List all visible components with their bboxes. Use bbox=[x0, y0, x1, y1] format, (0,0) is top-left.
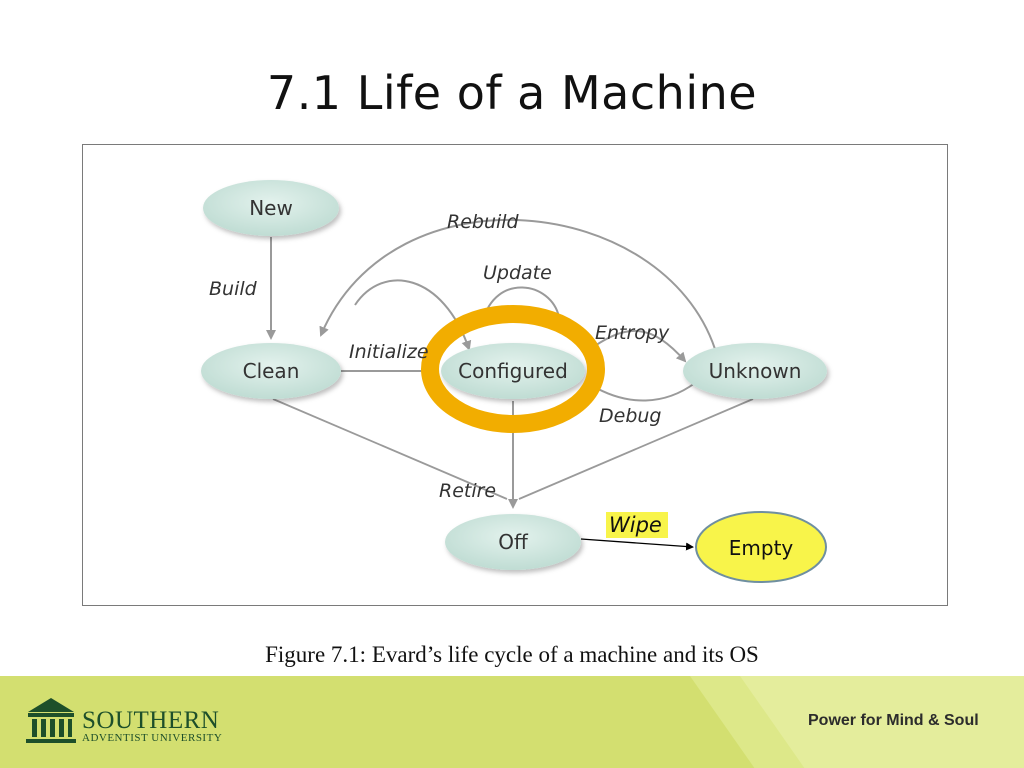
tagline: Power for Mind & Soul bbox=[808, 712, 979, 729]
svg-text:Clean: Clean bbox=[243, 359, 300, 383]
label-wipe-bg bbox=[606, 512, 668, 538]
lifecycle-diagram-svg: New Clean Configured Unknown Off Empty B… bbox=[201, 180, 827, 583]
logo-subtitle: ADVENTIST UNIVERSITY bbox=[82, 732, 223, 744]
state-unknown: Unknown bbox=[683, 343, 827, 399]
label-rebuild: Rebuild bbox=[447, 211, 520, 233]
columns-logo-icon bbox=[26, 698, 76, 743]
edge-debug bbox=[589, 382, 696, 402]
footer-band: SOUTHERN ADVENTIST UNIVERSITY Power for … bbox=[0, 676, 1024, 768]
state-clean: Clean bbox=[201, 343, 341, 399]
svg-text:Unknown: Unknown bbox=[709, 359, 802, 383]
edge-entropy bbox=[584, 330, 687, 363]
label-debug: Debug bbox=[599, 405, 661, 427]
logo-name: SOUTHERN bbox=[82, 707, 220, 734]
lifecycle-diagram: New Clean Configured Unknown Off Empty B… bbox=[82, 144, 948, 606]
state-off: Off bbox=[445, 514, 581, 570]
university-logo: SOUTHERN ADVENTIST UNIVERSITY bbox=[24, 694, 244, 750]
state-empty: Empty bbox=[695, 511, 827, 583]
slide-title: 7.1 Life of a Machine bbox=[266, 66, 758, 120]
label-update: Update bbox=[483, 262, 552, 284]
svg-text:Off: Off bbox=[498, 530, 529, 554]
label-build: Build bbox=[209, 278, 258, 300]
svg-text:New: New bbox=[249, 196, 293, 220]
label-initialize: Initialize bbox=[349, 341, 429, 363]
figure-caption: Figure 7.1: Evard’s life cycle of a mach… bbox=[265, 642, 759, 667]
label-wipe: Wipe bbox=[609, 513, 662, 537]
svg-text:Empty: Empty bbox=[729, 536, 794, 560]
highlight-ring bbox=[421, 305, 605, 433]
state-new: New bbox=[203, 180, 339, 236]
label-retire: Retire bbox=[439, 480, 496, 502]
edge-rebuild bbox=[319, 219, 716, 350]
label-entropy: Entropy bbox=[595, 322, 670, 344]
svg-text:Configured: Configured bbox=[458, 359, 568, 383]
state-configured: Configured bbox=[441, 343, 585, 399]
edge-wipe bbox=[580, 538, 694, 551]
